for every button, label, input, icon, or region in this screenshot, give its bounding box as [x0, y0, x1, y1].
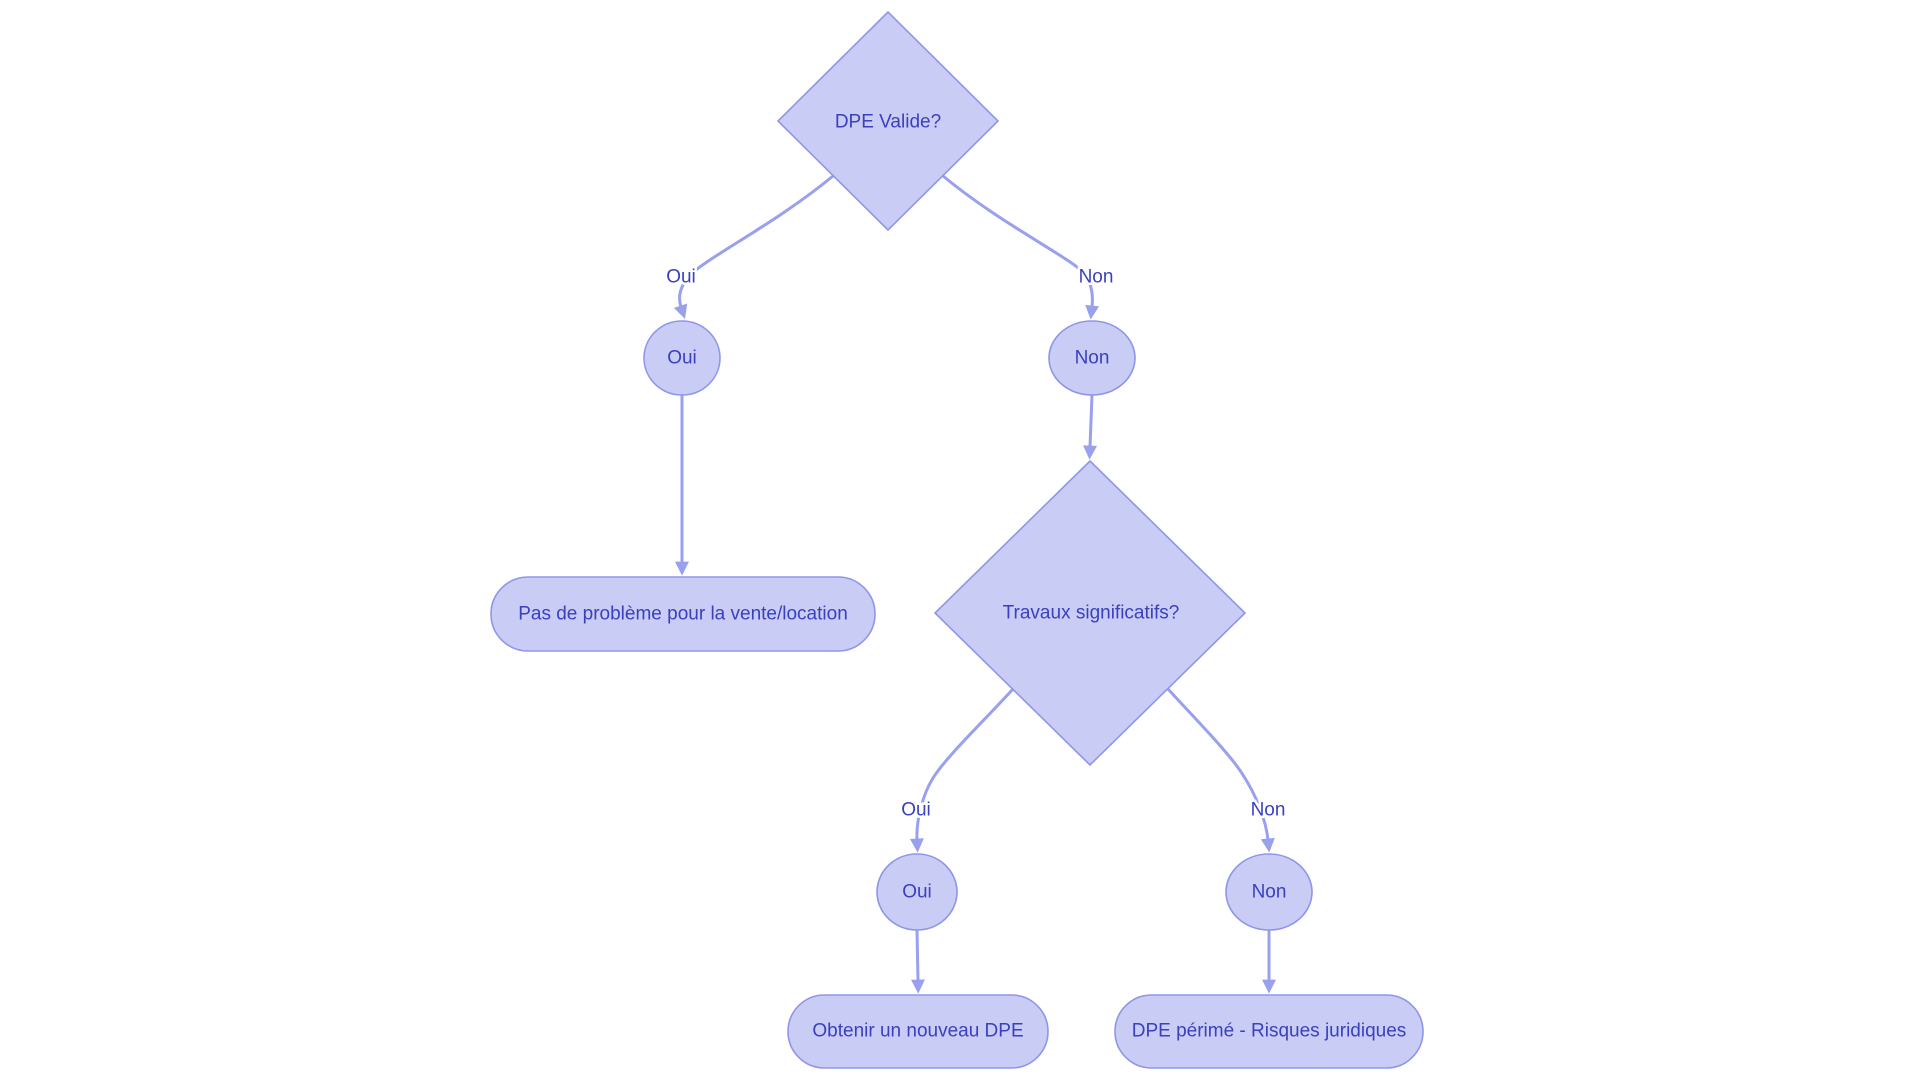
edge-label-non-1: Non: [1079, 267, 1114, 288]
node-dpe-valide: DPE Valide?: [776, 10, 1000, 232]
edge-label-oui-2: Oui: [901, 800, 931, 821]
node-oui-1: Oui: [643, 320, 721, 396]
node-dpe-perime: DPE périmé - Risques juridiques: [1114, 994, 1424, 1069]
node-nouveau-dpe: Obtenir un nouveau DPE: [787, 994, 1049, 1069]
diamond-shape: [933, 459, 1247, 767]
edge-label-non-2: Non: [1251, 800, 1286, 821]
node-label: Non: [1252, 882, 1287, 903]
edge-dpe-valide-to-oui-1: [673, 174, 834, 319]
circle-shape: [643, 320, 721, 396]
node-label: DPE périmé - Risques juridiques: [1132, 1021, 1407, 1042]
edge-labels: Oui Non Oui Non: [664, 264, 1288, 823]
node-non-2: Non: [1225, 853, 1313, 931]
node-label: Pas de problème pour la vente/location: [518, 604, 848, 625]
node-oui-2: Oui: [876, 853, 958, 931]
edge-dpe-valide-to-non-1: [942, 174, 1100, 320]
stadium-shape: [787, 994, 1049, 1069]
circle-shape: [876, 853, 958, 931]
node-travaux: Travaux significatifs?: [933, 459, 1247, 767]
edges: [673, 174, 1276, 994]
edge-travaux-to-non-2: [1166, 687, 1275, 853]
node-label: Oui: [902, 882, 932, 903]
stadium-shape: [490, 576, 876, 652]
node-non-1: Non: [1048, 320, 1136, 396]
node-label: Oui: [667, 348, 697, 369]
edge-non-1-to-travaux: [1083, 394, 1098, 460]
circle-shape: [1048, 320, 1136, 396]
stadium-shape: [1114, 994, 1424, 1069]
circle-shape: [1225, 853, 1313, 931]
node-label: Travaux significatifs?: [1003, 603, 1180, 624]
edge-oui-2-to-nouveau-dpe: [910, 929, 925, 994]
node-label: DPE Valide?: [835, 112, 941, 133]
node-label: Non: [1075, 348, 1110, 369]
diamond-shape: [776, 10, 1000, 232]
node-label: Obtenir un nouveau DPE: [812, 1021, 1023, 1042]
edge-travaux-to-oui-2: [909, 687, 1015, 853]
node-pas-de-probleme: Pas de problème pour la vente/location: [490, 576, 876, 652]
edge-label-oui-1: Oui: [666, 267, 696, 288]
